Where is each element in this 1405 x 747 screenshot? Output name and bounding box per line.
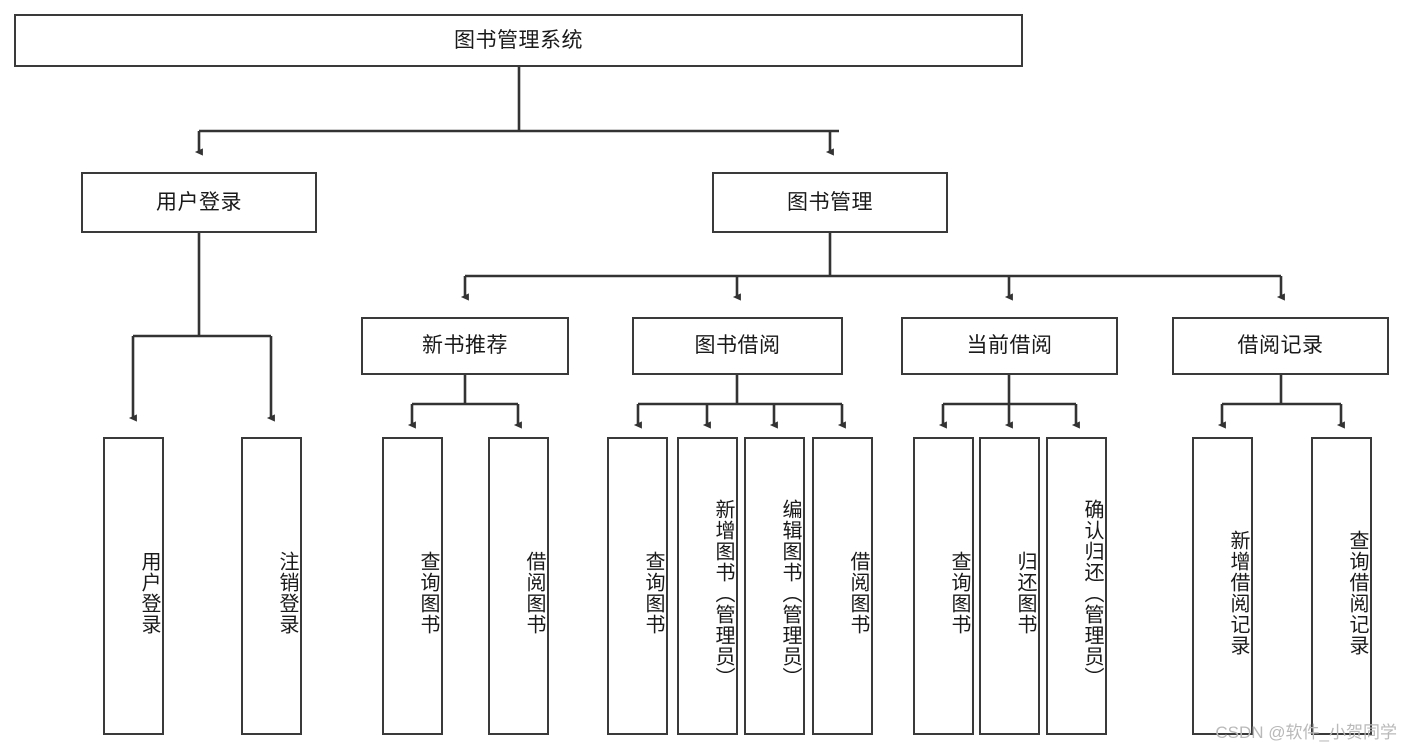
node-current-borrow[interactable]: 当前借阅 bbox=[901, 317, 1118, 375]
node-user-login-label: 用户登录 bbox=[156, 190, 242, 214]
leaf-edit-book[interactable]: 编辑图书（管理员） bbox=[744, 437, 805, 735]
node-book-borrow-label: 图书借阅 bbox=[694, 334, 781, 358]
leaf-edit-book-label: 编辑图书（管理员） bbox=[779, 498, 801, 688]
leaf-confirm-return[interactable]: 确认归还（管理员） bbox=[1046, 437, 1107, 735]
csdn-watermark: CSDN @软件_小贺同学 bbox=[1215, 723, 1397, 742]
leaf-query-book-2-label: 查询图书 bbox=[642, 551, 664, 635]
leaf-return-book[interactable]: 归还图书 bbox=[979, 437, 1040, 735]
leaf-user-logout-label: 注销登录 bbox=[276, 551, 298, 635]
leaf-query-book-2[interactable]: 查询图书 bbox=[607, 437, 668, 735]
leaf-query-record[interactable]: 查询借阅记录 bbox=[1311, 437, 1372, 735]
leaf-user-login[interactable]: 用户登录 bbox=[103, 437, 164, 735]
node-current-borrow-label: 当前借阅 bbox=[966, 334, 1053, 358]
leaf-user-login-label: 用户登录 bbox=[138, 551, 160, 635]
leaf-add-record[interactable]: 新增借阅记录 bbox=[1192, 437, 1253, 735]
leaf-borrow-book-1[interactable]: 借阅图书 bbox=[488, 437, 549, 735]
leaf-user-logout[interactable]: 注销登录 bbox=[241, 437, 302, 735]
node-user-login[interactable]: 用户登录 bbox=[81, 172, 317, 233]
node-book-manage[interactable]: 图书管理 bbox=[712, 172, 948, 233]
node-new-book-recommend[interactable]: 新书推荐 bbox=[361, 317, 569, 375]
leaf-borrow-book-2-label: 借阅图书 bbox=[847, 551, 869, 635]
leaf-query-book-3[interactable]: 查询图书 bbox=[913, 437, 974, 735]
node-root-label: 图书管理系统 bbox=[454, 28, 583, 52]
leaf-query-record-label: 查询借阅记录 bbox=[1346, 530, 1368, 656]
node-new-book-recommend-label: 新书推荐 bbox=[422, 334, 508, 358]
leaf-borrow-book-2[interactable]: 借阅图书 bbox=[812, 437, 873, 735]
node-borrow-record[interactable]: 借阅记录 bbox=[1172, 317, 1389, 375]
node-book-manage-label: 图书管理 bbox=[787, 190, 873, 214]
leaf-borrow-book-1-label: 借阅图书 bbox=[523, 551, 545, 635]
leaf-add-book[interactable]: 新增图书（管理员） bbox=[677, 437, 738, 735]
node-book-borrow[interactable]: 图书借阅 bbox=[632, 317, 843, 375]
leaf-query-book-1-label: 查询图书 bbox=[417, 551, 439, 635]
leaf-return-book-label: 归还图书 bbox=[1014, 551, 1036, 635]
node-borrow-record-label: 借阅记录 bbox=[1237, 334, 1324, 358]
leaf-query-book-1[interactable]: 查询图书 bbox=[382, 437, 443, 735]
leaf-add-book-label: 新增图书（管理员） bbox=[712, 498, 734, 688]
leaf-add-record-label: 新增借阅记录 bbox=[1227, 530, 1249, 656]
node-root[interactable]: 图书管理系统 bbox=[14, 14, 1023, 67]
leaf-query-book-3-label: 查询图书 bbox=[948, 551, 970, 635]
leaf-confirm-return-label: 确认归还（管理员） bbox=[1081, 498, 1103, 688]
